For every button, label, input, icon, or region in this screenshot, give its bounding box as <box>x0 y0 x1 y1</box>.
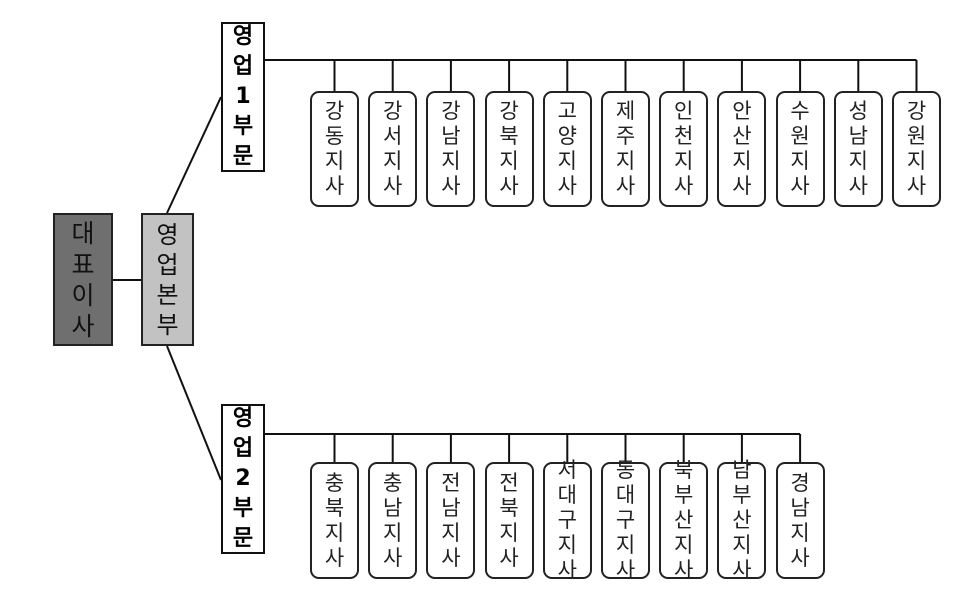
division-2-branch-1: 충 북 지 사 <box>310 462 359 579</box>
division-2-branch-6: 동 대 구 지 사 <box>601 458 650 582</box>
division-1-branch-11: 강 원 지 사 <box>892 91 941 207</box>
division-2-branch-7: 북 부 산 지 사 <box>659 458 709 582</box>
ceo-box: 대 표 이 사 <box>53 213 113 346</box>
division-1-branch-8: 안 산 지 사 <box>717 91 767 207</box>
division-1-branch-7: 인 천 지 사 <box>659 91 709 207</box>
sales-division-2-box: 영 업 2 부 문 <box>221 404 265 554</box>
division-2-branch-3: 전 남 지 사 <box>426 462 476 579</box>
division-1-branch-6: 제 주 지 사 <box>601 91 650 207</box>
division-1-branch-2: 강 서 지 사 <box>368 91 418 207</box>
sales-division-1-box: 영 업 1 부 문 <box>221 22 265 172</box>
division-1-branch-3: 강 남 지 사 <box>426 91 476 207</box>
sales-hq-box: 영 업 본 부 <box>141 213 194 346</box>
division-1-branch-10: 성 남 지 사 <box>833 91 883 207</box>
division-2-branch-4: 전 북 지 사 <box>484 462 534 579</box>
division-2-branch-9: 경 남 지 사 <box>775 462 825 579</box>
division-2-branch-5: 서 대 구 지 사 <box>542 458 592 582</box>
division-1-branch-4: 강 북 지 사 <box>484 91 534 207</box>
division-1-branch-1: 강 동 지 사 <box>310 91 359 207</box>
division-2-branch-2: 충 남 지 사 <box>368 462 418 579</box>
division-1-branch-5: 고 양 지 사 <box>542 91 592 207</box>
hq-to-division-2-line <box>166 345 222 481</box>
division-1-branch-9: 수 원 지 사 <box>775 91 825 207</box>
hq-to-division-1-line <box>166 96 222 214</box>
division-2-branch-8: 남 부 산 지 사 <box>717 458 767 582</box>
